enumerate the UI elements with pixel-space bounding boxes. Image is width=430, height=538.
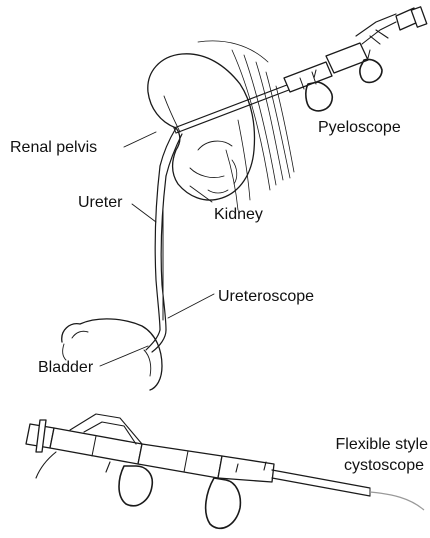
bladder-illustration xyxy=(62,319,162,390)
kidney-outline xyxy=(148,54,255,200)
back-muscle-hatching xyxy=(198,41,294,210)
pyeloscope-loop-right xyxy=(360,59,382,82)
label-ureteroscope: Ureteroscope xyxy=(218,288,314,305)
cystoscope-loop-right xyxy=(206,478,241,528)
label-flexible-style: Flexible style xyxy=(336,436,429,453)
leader-ureter xyxy=(132,204,156,222)
leader-renal-pelvis xyxy=(124,132,156,147)
label-renal-pelvis: Renal pelvis xyxy=(10,139,97,156)
label-kidney: Kidney xyxy=(214,206,263,223)
pyeloscope-loop-left xyxy=(306,82,332,111)
cystoscope-flexible-tip xyxy=(370,492,424,510)
ureter-illustration xyxy=(146,166,166,352)
leader-lines xyxy=(100,132,214,366)
label-pyeloscope: Pyeloscope xyxy=(318,119,401,136)
pyeloscope-illustration xyxy=(174,7,427,133)
renal-pelvis-shape xyxy=(160,128,182,176)
pyeloscope-shaft xyxy=(174,80,302,133)
label-ureter: Ureter xyxy=(78,194,123,211)
label-cystoscope: cystoscope xyxy=(344,457,424,474)
leader-bladder xyxy=(100,346,148,366)
label-bladder: Bladder xyxy=(38,359,94,376)
cystoscope-loop-left xyxy=(119,466,152,506)
leader-ureteroscope xyxy=(168,294,214,318)
kidney-illustration xyxy=(148,54,255,200)
